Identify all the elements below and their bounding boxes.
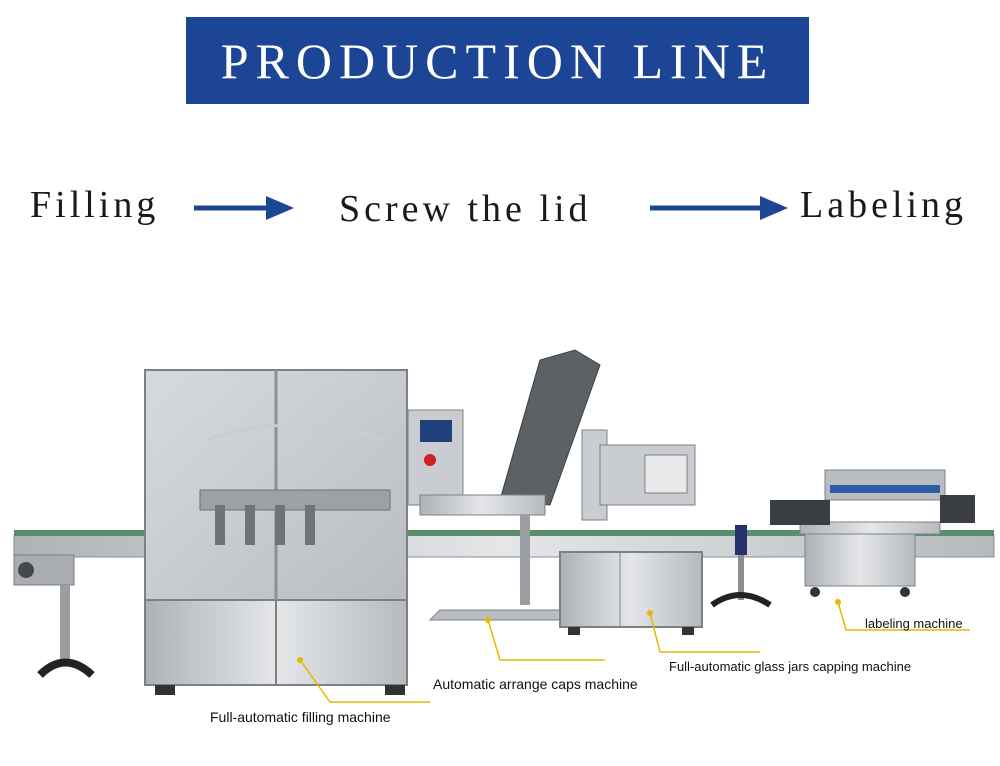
title-banner: PRODUCTION LINE: [186, 17, 809, 104]
step-screw-lid: Screw the lid: [339, 188, 592, 230]
arrow-right-icon: [194, 196, 294, 220]
filling-machine: [144, 369, 464, 695]
callout-dots: [297, 599, 841, 663]
page-title: PRODUCTION LINE: [220, 32, 775, 89]
arrow-right-icon: [650, 196, 788, 220]
label-labeling-machine: labeling machine: [865, 616, 963, 631]
label-capping-machine: Full-automatic glass jars capping machin…: [669, 659, 912, 674]
label-filling-machine: Full-automatic filling machine: [210, 709, 391, 725]
callout-lines: [299, 601, 970, 703]
labeling-machine: [770, 469, 975, 597]
step-labeling: Labeling: [800, 184, 968, 226]
capping-machine: [559, 444, 772, 635]
cap-sorter-machine: [419, 349, 608, 621]
production-line-illustration: [13, 349, 995, 703]
label-arrange-caps-machine: Automatic arrange caps machine: [433, 676, 638, 692]
step-filling: Filling: [30, 184, 160, 226]
